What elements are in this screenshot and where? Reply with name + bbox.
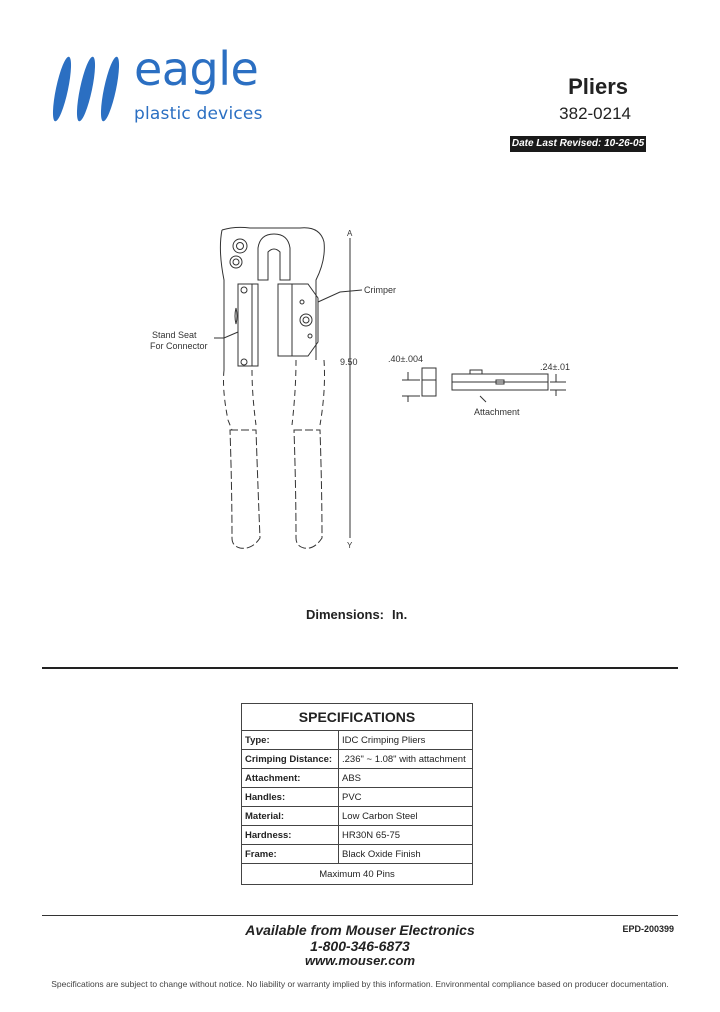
- spec-key: Material:: [241, 806, 339, 826]
- availability-text: Available from Mouser Electronics: [245, 922, 475, 938]
- spec-value: ABS: [338, 768, 473, 788]
- brand-subtitle: plastic devices: [134, 104, 263, 124]
- spec-key: Attachment:: [241, 768, 339, 788]
- pliers-drawing: A Y Crimper Stand Seat For Connector 9.5…: [150, 226, 570, 550]
- phone-number: 1-800-346-6873: [310, 938, 410, 954]
- divider: [42, 667, 678, 669]
- table-row: Attachment:ABS: [241, 768, 473, 788]
- stand-seat-label: Stand Seat: [152, 330, 197, 340]
- dimensions-note: Dimensions: In.: [306, 607, 407, 622]
- brand-name: eagle: [134, 42, 259, 96]
- table-row: Type:IDC Crimping Pliers: [241, 730, 473, 750]
- width-dimension-label: .40±.004: [388, 354, 423, 364]
- dimensions-unit: In.: [392, 607, 408, 622]
- table-row: Handles:PVC: [241, 787, 473, 807]
- spec-value: HR30N 65-75: [338, 825, 473, 845]
- for-connector-label: For Connector: [150, 341, 208, 351]
- attachment-label: Attachment: [474, 407, 520, 417]
- crimper-label: Crimper: [364, 285, 396, 295]
- height-dimension-label: 9.50: [340, 357, 358, 367]
- table-row: Hardness:HR30N 65-75: [241, 825, 473, 845]
- spec-value: Low Carbon Steel: [338, 806, 473, 826]
- spec-value: PVC: [338, 787, 473, 807]
- footer-divider: [42, 915, 678, 916]
- specifications-table: SPECIFICATIONS Type:IDC Crimping Pliers …: [241, 703, 473, 885]
- specifications-title: SPECIFICATIONS: [241, 703, 473, 731]
- website-link[interactable]: www.mouser.com: [304, 953, 416, 968]
- date-revised-bar: Date Last Revised: 10-26-05: [510, 136, 646, 152]
- table-row: Crimping Distance:.236" ~ 1.08" with att…: [241, 749, 473, 769]
- product-title: Pliers: [568, 74, 628, 99]
- epd-number: EPD-200399: [622, 924, 674, 934]
- spec-key: Type:: [241, 730, 339, 750]
- table-row: Frame:Black Oxide Finish: [241, 844, 473, 864]
- arrow-top-label: A: [347, 229, 353, 238]
- product-code: 382-0214: [559, 104, 631, 123]
- arrow-bottom-label: Y: [347, 541, 353, 550]
- eagle-logo-icon: [52, 56, 120, 122]
- thickness-dimension-label: .24±.01: [540, 362, 570, 372]
- disclaimer-text: Specifications are subject to change wit…: [51, 979, 669, 989]
- spec-value: Black Oxide Finish: [338, 844, 473, 864]
- spec-value: IDC Crimping Pliers: [338, 730, 473, 750]
- spec-key: Frame:: [241, 844, 339, 864]
- spec-value: .236" ~ 1.08" with attachment: [338, 749, 473, 769]
- dimensions-label: Dimensions:: [306, 607, 385, 622]
- spec-key: Hardness:: [241, 825, 339, 845]
- table-row: Material:Low Carbon Steel: [241, 806, 473, 826]
- spec-key: Crimping Distance:: [241, 749, 339, 769]
- spec-footer: Maximum 40 Pins: [241, 863, 473, 885]
- spec-key: Handles:: [241, 787, 339, 807]
